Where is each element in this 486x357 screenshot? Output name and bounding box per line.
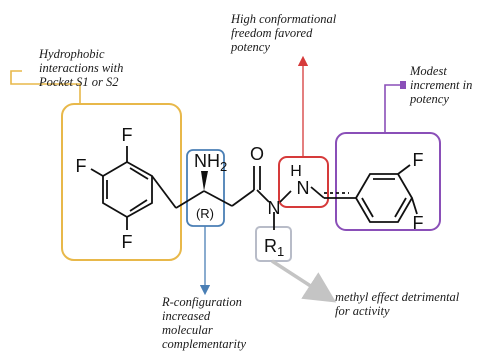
imine-nitrogen-label: N [297,178,310,198]
backbone-chain [151,166,356,230]
methyl-annotation: methyl effect detrimental for activity [335,290,460,318]
amine-label: NH2 [194,151,227,174]
fluorine-left-label: F [76,156,87,176]
methyl-arrow [271,259,337,303]
hydrophobic-annotation: Hydrophobic interactions with Pocket S1 … [39,47,124,89]
fluorine-bottom-label: F [122,232,133,252]
modest-connector [384,84,402,133]
modest-arrowhead [400,81,406,89]
fluorine-top-label: F [122,125,133,145]
difluorophenyl-region-box [335,132,441,231]
amide-nitrogen-label: N [268,198,281,218]
r-config-annotation: R-configuration increased molecular comp… [162,295,247,351]
conformational-annotation: High conformational freedom favored pote… [231,12,337,54]
hydrophobic-connector [10,70,81,104]
fluorine-right-top-label: F [413,150,424,170]
stereo-descriptor: (R) [196,206,214,221]
imine-hydrogen-label: H [290,163,302,180]
fluorine-right-bottom-label: F [413,213,424,233]
hydrophobic-region-box [61,103,182,261]
difluorophenyl-ring [354,164,418,223]
trifluorophenyl-ring [90,146,153,230]
carbonyl-oxygen-label: O [250,144,264,164]
modest-annotation: Modest increment in potency [410,64,473,106]
amine-wedge-bond [201,171,208,191]
r1-substituent-label: R1 [264,236,284,259]
